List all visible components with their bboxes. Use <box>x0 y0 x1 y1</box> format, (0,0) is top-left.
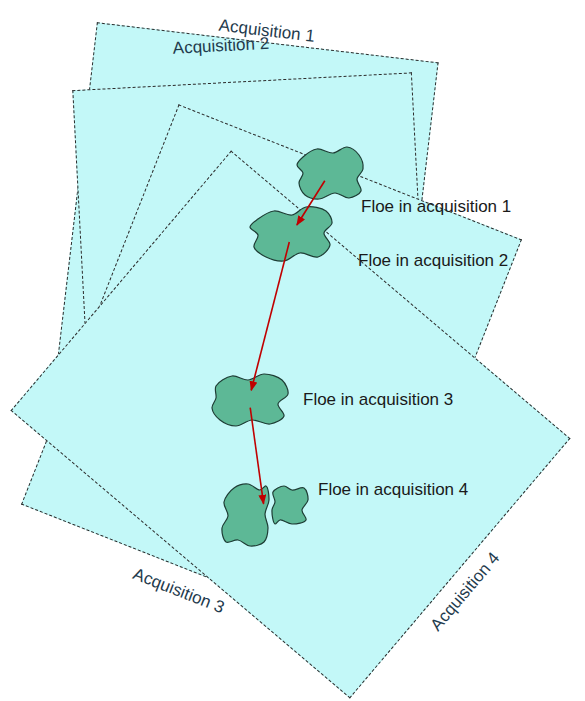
ice-floe: Floe in acquisition 2 <box>248 205 335 262</box>
floe-piece <box>250 207 332 261</box>
floe-label: Floe in acquisition 2 <box>358 251 508 271</box>
drift-arrow <box>297 181 325 225</box>
floe-label: Floe in acquisition 3 <box>303 390 453 410</box>
frame-label: Acquisition 4 <box>426 548 504 634</box>
ice-floe: Floe in acquisition 4 <box>220 480 310 548</box>
floe-label: Floe in acquisition 1 <box>361 197 511 217</box>
ice-floe: Floe in acquisition 3 <box>208 370 290 428</box>
floe-outline <box>220 480 310 548</box>
floe-piece <box>272 486 308 524</box>
floe-outline <box>248 205 335 262</box>
floe-piece <box>212 374 288 426</box>
floe-label: Floe in acquisition 4 <box>318 480 468 500</box>
ice-floe: Floe in acquisition 1 <box>295 145 365 200</box>
floe-outline <box>208 370 290 428</box>
drift-arrow <box>251 242 289 390</box>
drift-arrow <box>250 408 263 504</box>
floe-piece <box>297 147 363 199</box>
floe-outline <box>295 145 365 200</box>
